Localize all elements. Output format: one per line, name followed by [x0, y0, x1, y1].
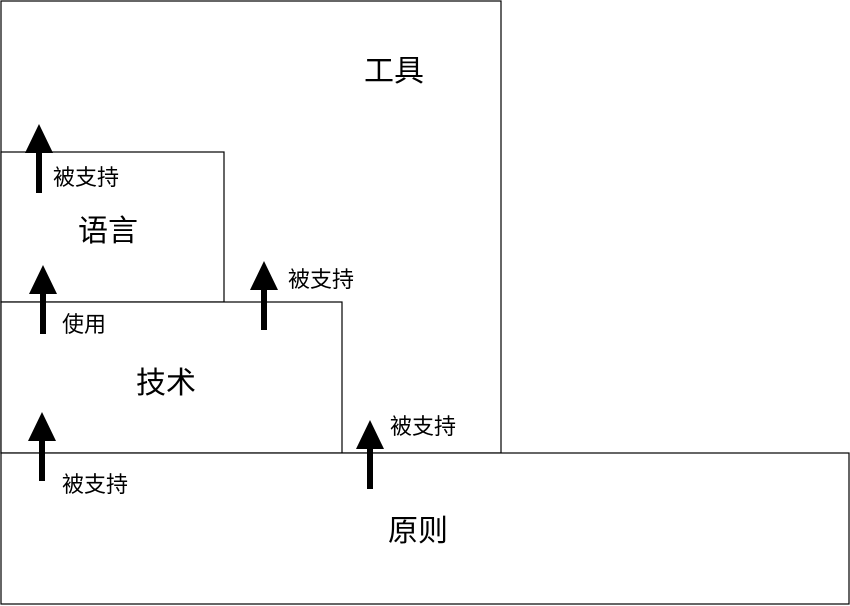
principle-box	[0, 452, 850, 605]
arrow-up-icon	[250, 261, 278, 330]
principle-label: 原则	[388, 514, 448, 549]
edge-label-principle-technique: 被支持	[62, 473, 128, 498]
technique-box	[0, 301, 343, 454]
arrow-up-icon	[28, 412, 56, 481]
edge-label-technique-language: 使用	[62, 313, 106, 338]
language-label: 语言	[78, 214, 138, 249]
edge-label-technique-tools: 被支持	[288, 268, 354, 293]
arrow-up-icon	[25, 124, 53, 193]
edge-label-language-tools: 被支持	[53, 166, 119, 191]
technique-label: 技术	[136, 366, 196, 401]
edge-label-principle-tools: 被支持	[390, 415, 456, 440]
arrow-up-icon	[356, 420, 384, 489]
tools-label: 工具	[364, 54, 424, 89]
arrow-up-icon	[29, 265, 57, 334]
